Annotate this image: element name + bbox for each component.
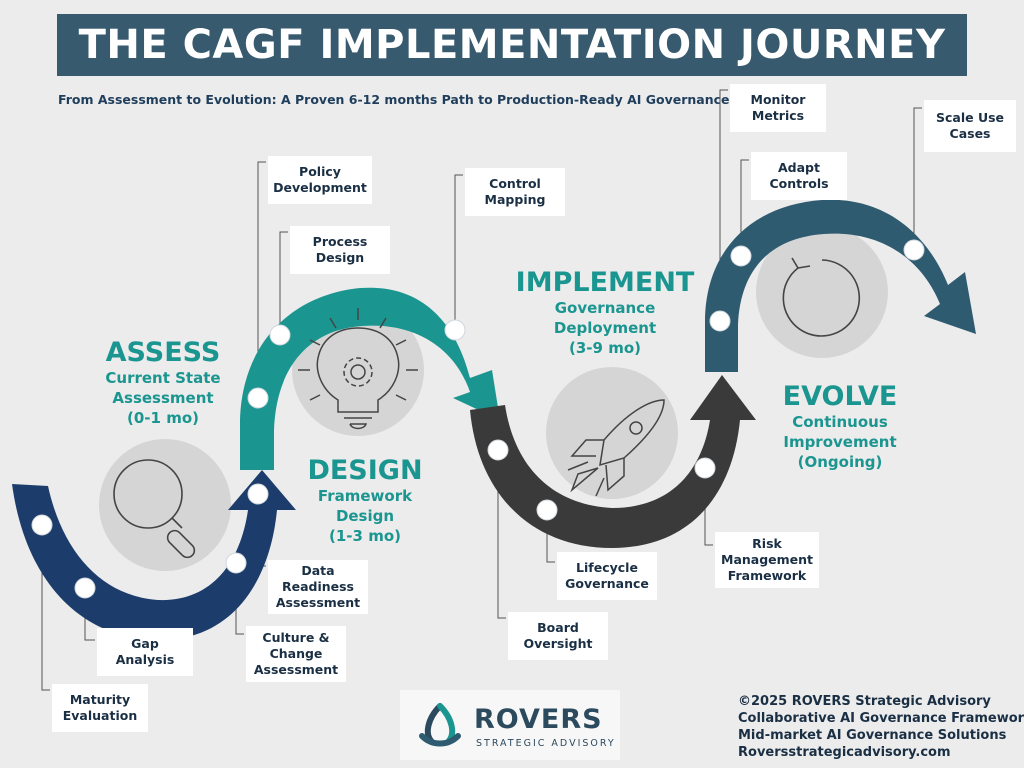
phase-desc: Assessment: [112, 389, 214, 407]
phase-desc: Continuous: [792, 413, 888, 431]
card-line: Management: [721, 552, 814, 567]
assess-circle: [99, 439, 231, 571]
logo-tagline: STRATEGIC ADVISORY: [476, 738, 616, 749]
phase-duration: (3-9 mo): [569, 339, 641, 357]
card-line: Development: [273, 180, 367, 195]
footer-copyright: ©2025 ROVERS Strategic Advisory: [738, 694, 991, 709]
footer-line: Mid-market AI Governance Solutions: [738, 728, 1007, 743]
card-line: Policy: [299, 164, 341, 179]
card-line: Assessment: [253, 662, 339, 677]
card-line: Evaluation: [62, 708, 138, 723]
cycle-arrow-icon: [782, 257, 861, 337]
phase-desc: Design: [335, 507, 395, 525]
evolve-circle: [756, 226, 888, 358]
card-line: Gap: [131, 636, 159, 651]
magnifier-icon: [113, 459, 196, 559]
card-line: Design: [315, 250, 365, 265]
card-line: Metrics: [751, 108, 805, 123]
design-circle: [292, 304, 424, 436]
card-line: Board: [537, 620, 579, 635]
footer-line: Collaborative AI Governance Framework: [738, 711, 1024, 726]
card-line: Readiness: [281, 579, 354, 594]
title-banner: THE CAGF IMPLEMENTATION JOURNEY: [57, 14, 967, 76]
card-line: Scale Use: [935, 110, 1005, 125]
page-subtitle: From Assessment to Evolution: A Proven 6…: [58, 92, 730, 107]
phase-desc: Current State: [105, 369, 221, 387]
phase-duration: (1-3 mo): [329, 527, 401, 545]
phase-evolve: EVOLVE Continuous Improvement (Ongoing): [760, 382, 920, 472]
phase-desc: Improvement: [783, 433, 897, 451]
lightbulb-gear-icon: [298, 308, 418, 430]
phase-desc: Deployment: [553, 319, 657, 337]
card-line: Change: [269, 646, 323, 661]
card-line: Culture &: [262, 630, 330, 645]
phase-duration: (Ongoing): [797, 453, 883, 471]
logo: ROVERS STRATEGIC ADVISORY: [400, 690, 620, 760]
phase-name: DESIGN: [307, 455, 423, 486]
phase-implement: IMPLEMENT Governance Deployment (3-9 mo): [505, 268, 705, 358]
card-line: Monitor: [750, 92, 806, 107]
phase-design: DESIGN Framework Design (1-3 mo): [290, 456, 440, 546]
phase-name: ASSESS: [105, 337, 221, 368]
card-line: Process: [312, 234, 368, 249]
page-title: THE CAGF IMPLEMENTATION JOURNEY: [78, 22, 946, 68]
card-line: Framework: [727, 568, 807, 583]
card-line: Data: [301, 563, 335, 578]
implement-circle: [546, 367, 678, 499]
card-line: Oversight: [523, 636, 593, 651]
phase-desc: Framework: [317, 487, 413, 505]
footer: ©2025 ROVERS Strategic Advisory Collabor…: [738, 693, 1024, 761]
card-line: Risk: [752, 536, 782, 551]
milestone-dots: [31, 239, 925, 599]
rocket-icon: [567, 399, 665, 497]
card-line: Assessment: [275, 595, 361, 610]
design-arrow: [240, 287, 500, 470]
card-line: Maturity: [69, 692, 131, 707]
card-line: Cases: [949, 126, 991, 141]
phase-name: EVOLVE: [782, 381, 898, 412]
phase-desc: Governance: [554, 299, 656, 317]
card-line: Governance: [565, 576, 649, 591]
card-line: Controls: [769, 176, 829, 191]
card-line: Adapt: [778, 160, 820, 175]
phase-duration: (0-1 mo): [127, 409, 199, 427]
card-line: Lifecycle: [576, 560, 638, 575]
card-line: Mapping: [484, 192, 546, 207]
card-line: Control: [489, 176, 541, 191]
phase-name: IMPLEMENT: [515, 267, 695, 298]
footer-website: Roversstrategicadvisory.com: [738, 745, 951, 760]
triquetra-icon: [419, 703, 461, 747]
phase-assess: ASSESS Current State Assessment (0-1 mo): [80, 338, 246, 428]
logo-brand: ROVERS: [474, 704, 603, 735]
card-line: Analysis: [115, 652, 175, 667]
